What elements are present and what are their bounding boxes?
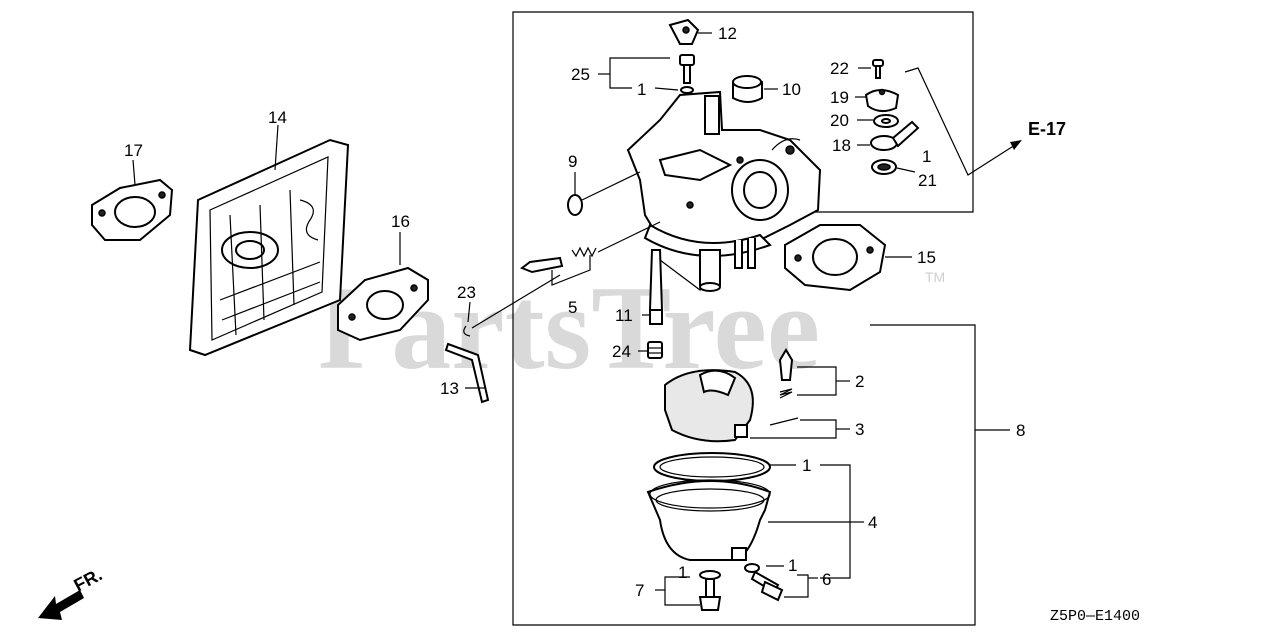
assembly-frame (512, 11, 976, 626)
part-23-clip[interactable] (463, 325, 471, 337)
callout-1c: 1 (802, 456, 811, 475)
part-17-gasket[interactable] (91, 178, 174, 241)
callout-6: 6 (822, 570, 831, 589)
callout-4: 4 (868, 513, 877, 532)
part-10-cap[interactable] (732, 75, 763, 103)
part-4-float-chamber[interactable] (646, 479, 772, 561)
carburetor-body[interactable] (626, 90, 822, 292)
part-15-gasket[interactable] (784, 224, 887, 292)
callout-23: 23 (457, 283, 476, 302)
part-14-plate[interactable] (188, 138, 350, 357)
part-20-washer[interactable] (873, 114, 899, 128)
part-24-main-jet[interactable] (647, 341, 663, 359)
callout-15: 15 (917, 248, 936, 267)
part-12-lever[interactable] (668, 18, 700, 45)
part-19-cover[interactable] (864, 88, 900, 112)
front-direction-label: FR. (70, 564, 105, 595)
part-13-choke-rod[interactable] (444, 342, 490, 404)
callout-24: 24 (612, 342, 631, 361)
callout-12: 12 (718, 24, 737, 43)
diagram-code: Z5P0—E1400 (1050, 608, 1140, 625)
part-21-seal[interactable] (871, 159, 897, 175)
part-11-jet[interactable] (648, 249, 664, 325)
callout-10: 10 (782, 80, 801, 99)
part-7-bolt[interactable] (698, 570, 722, 611)
part-3-float-pin[interactable] (769, 417, 799, 426)
part-float[interactable] (664, 369, 754, 443)
part-25-screw[interactable] (679, 54, 695, 94)
callout-8: 8 (1016, 421, 1025, 440)
callout-1d: 1 (788, 556, 797, 575)
callout-18: 18 (832, 136, 851, 155)
callout-19: 19 (830, 88, 849, 107)
callout-22: 22 (830, 59, 849, 78)
callout-1b: 1 (922, 147, 931, 166)
part-6-drain-bolt[interactable] (744, 563, 784, 602)
callout-25: 25 (571, 65, 590, 84)
callout-9: 9 (568, 152, 577, 171)
part-16-insulator[interactable] (337, 266, 429, 342)
callout-7: 7 (635, 581, 644, 600)
callout-3: 3 (855, 420, 864, 439)
callout-21: 21 (918, 171, 937, 190)
part-22-screw[interactable] (872, 59, 884, 79)
trademark: TM (925, 269, 945, 285)
callout-1e: 1 (678, 563, 687, 582)
callout-5: 5 (568, 298, 577, 317)
callout-1a: 1 (637, 80, 646, 99)
callout-20: 20 (830, 111, 849, 130)
front-direction-arrow-icon (38, 590, 84, 620)
part-2-float-valve[interactable] (778, 348, 794, 399)
callout-11: 11 (615, 306, 633, 325)
callout-16: 16 (391, 212, 410, 231)
callout-17: 17 (124, 141, 143, 160)
part-9-screw[interactable] (567, 171, 641, 216)
callout-14: 14 (268, 108, 287, 127)
part-18-lever[interactable] (870, 120, 920, 151)
callout-2: 2 (855, 372, 864, 391)
part-1-float-gasket[interactable] (653, 452, 771, 482)
callout-13: 13 (440, 379, 459, 398)
reference-e17[interactable]: E-17 (1028, 119, 1066, 139)
part-5-pilot-screw[interactable] (519, 246, 597, 274)
